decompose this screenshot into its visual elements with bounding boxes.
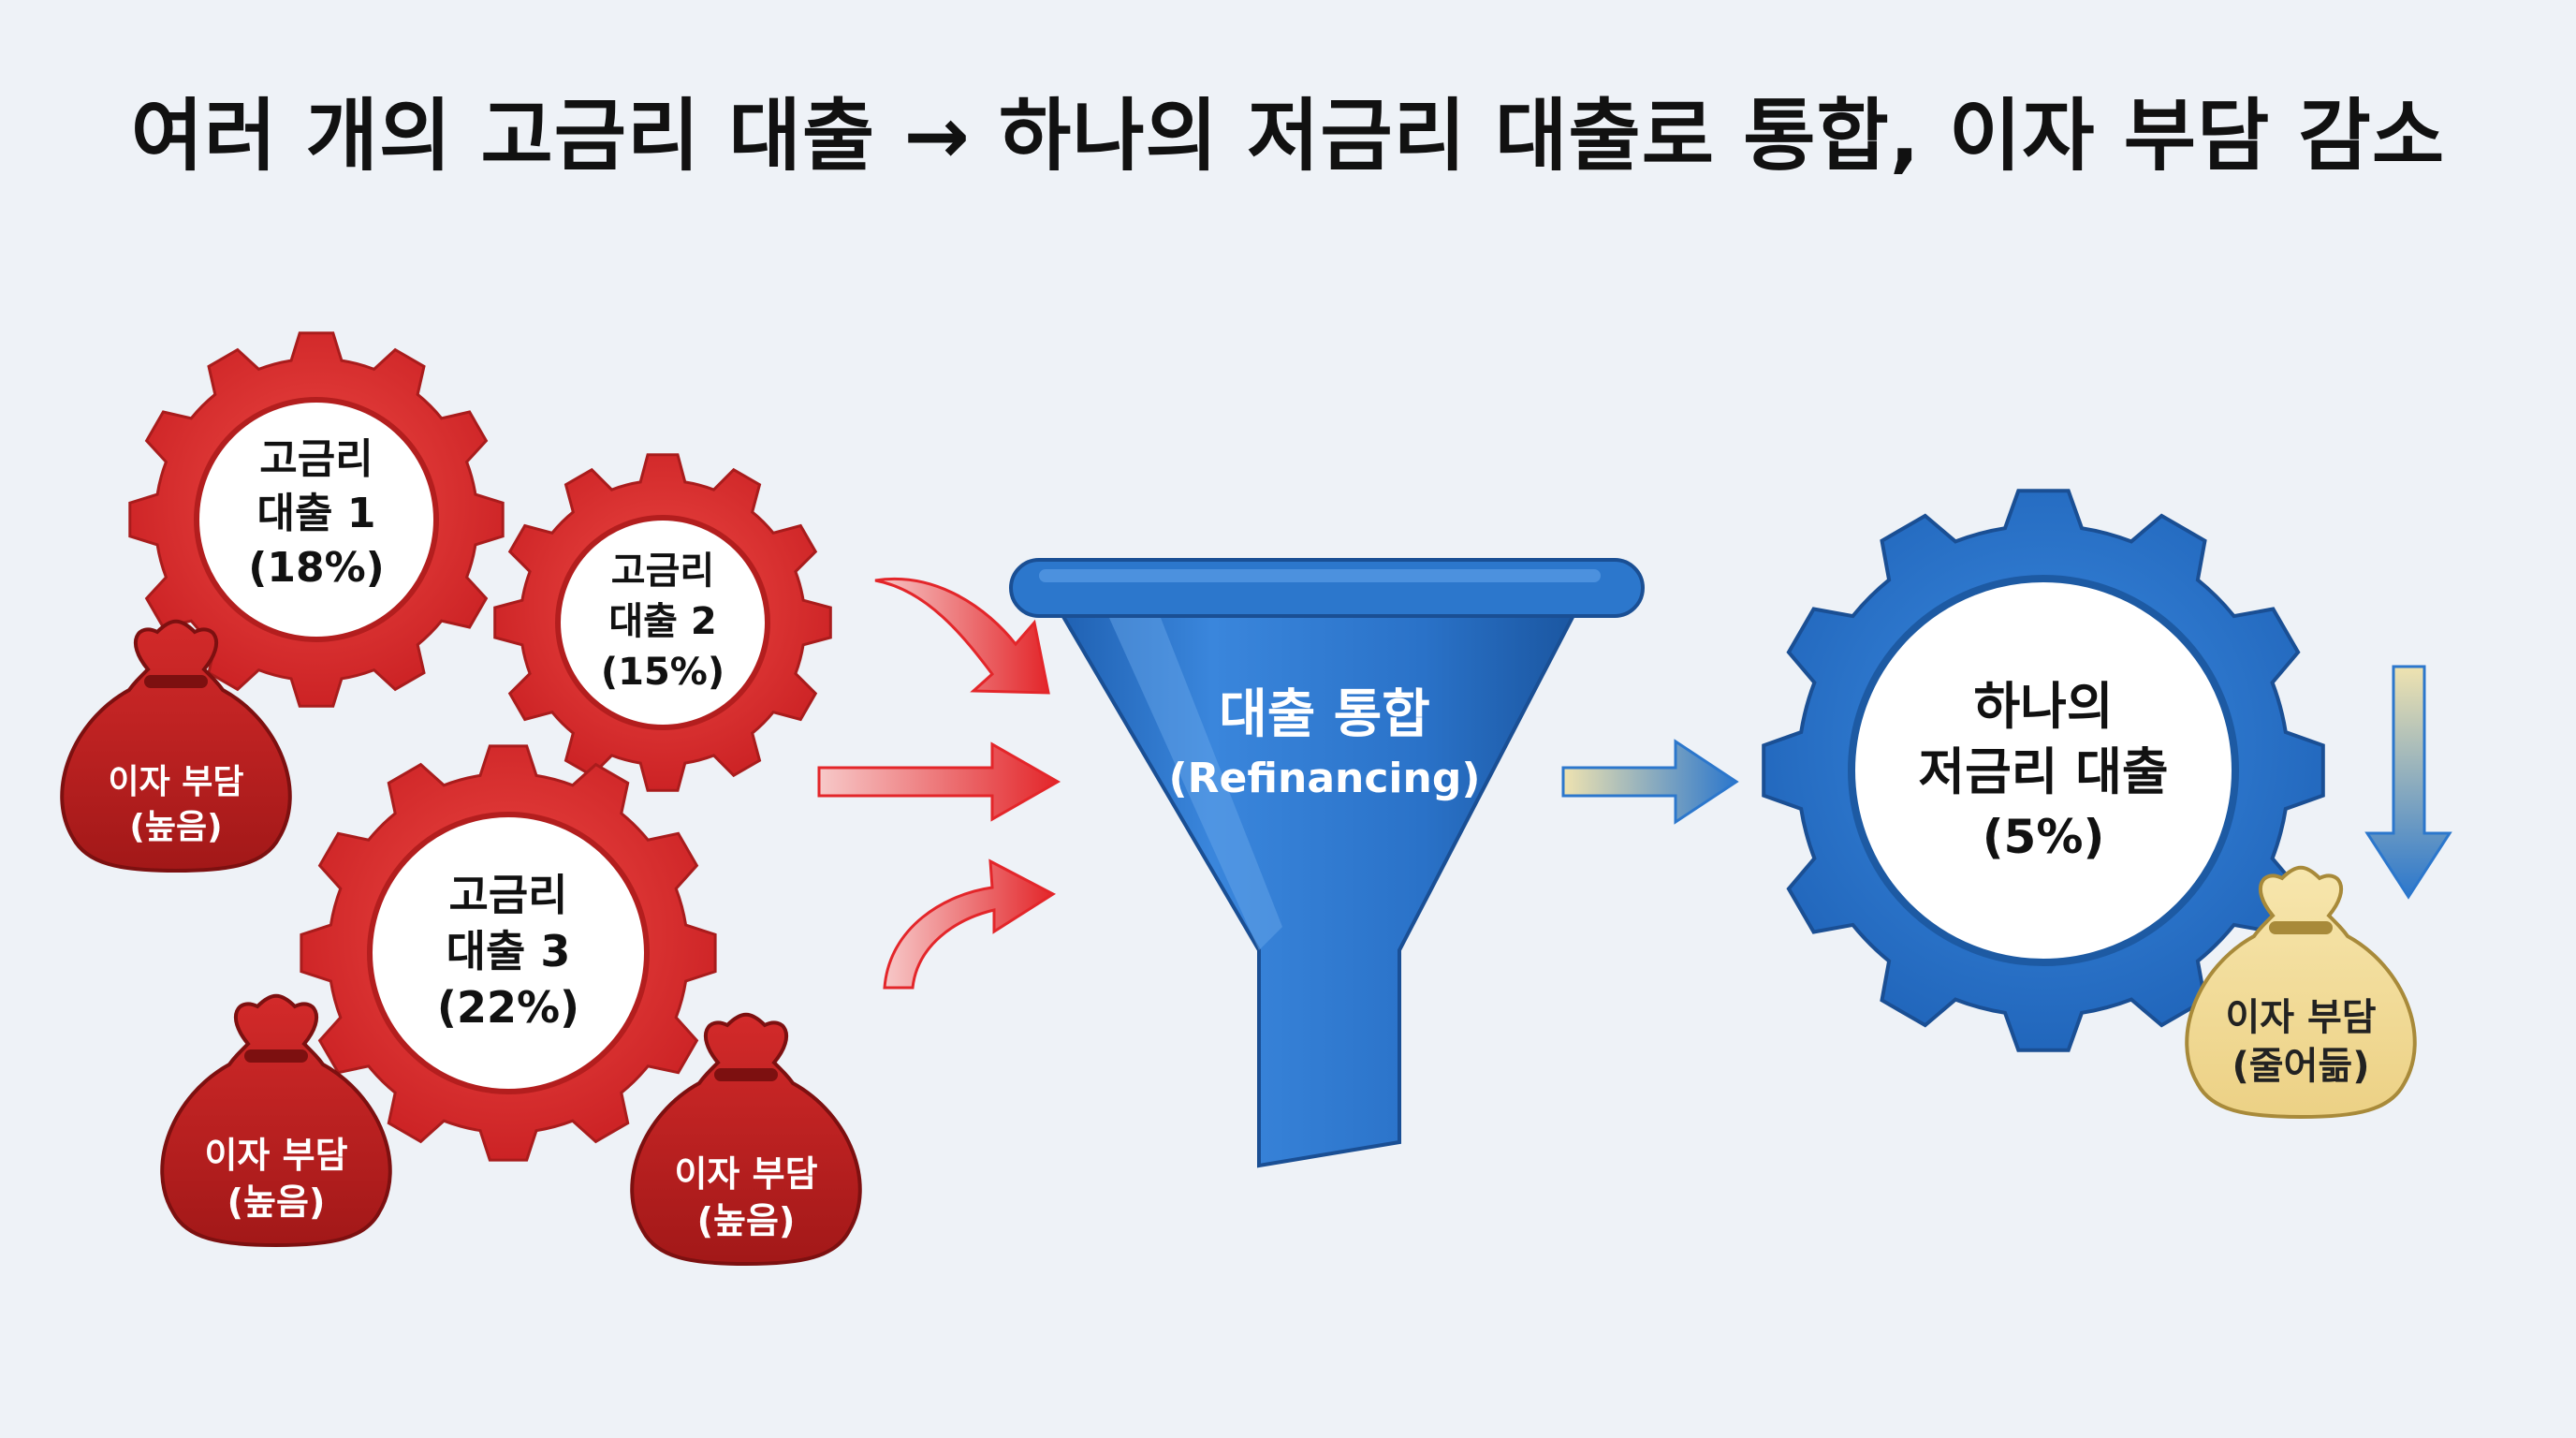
bag-2-line2: (높음) [227, 1181, 326, 1223]
low-loan-line2: 저금리 대출 [1918, 742, 2168, 801]
arrow-down-decrease [2364, 665, 2452, 900]
loan-1-line1: 고금리 [259, 435, 373, 483]
gear-high-loan-1: 고금리 대출 1 (18%) [128, 331, 505, 708]
loan-3-rate: (22%) [437, 982, 579, 1033]
money-bag-icon [630, 1012, 862, 1267]
low-bag-line2: (줄어듦) [2232, 1045, 2370, 1088]
loan-2-line2: 대출 2 [608, 600, 716, 643]
loan-3-line2: 대출 3 [446, 926, 571, 976]
funnel-sublabel: (Refinancing) [1169, 755, 1481, 802]
money-bag-high-3: 이자 부담 (높음) [630, 1012, 862, 1267]
funnel-refinancing: 대출 통합 (Refinancing) [1009, 558, 1645, 1168]
loan-1-line2: 대출 1 [257, 490, 376, 537]
low-loan-line1: 하나의 [1973, 677, 2113, 736]
bag-1-line1: 이자 부담 [108, 763, 243, 801]
bag-2-line1: 이자 부담 [204, 1135, 347, 1176]
money-bag-icon [2185, 865, 2417, 1120]
loan-1-rate: (18%) [248, 544, 385, 592]
bag-1-line2: (높음) [129, 808, 222, 846]
loan-2-rate: (15%) [601, 651, 724, 694]
low-loan-rate: (5%) [1983, 810, 2105, 864]
money-bag-high-1: 이자 부담 (높음) [60, 619, 292, 873]
loan-2-line1: 고금리 [611, 550, 714, 593]
gear-high-loan-2: 고금리 대출 2 (15%) [493, 453, 832, 792]
page-title: 여러 개의 고금리 대출 → 하나의 저금리 대출로 통합, 이자 부담 감소 [130, 90, 2446, 182]
gear-low-loan: 하나의 저금리 대출 (5%) [1762, 489, 2325, 1052]
bag-3-line1: 이자 부담 [674, 1153, 817, 1195]
money-bag-low: 이자 부담 (줄어듦) [2185, 865, 2417, 1120]
arrow-curve-bottom [883, 858, 1056, 990]
money-bag-icon [60, 619, 292, 873]
arrow-straight-middle [817, 741, 1061, 822]
bag-3-line2: (높음) [697, 1200, 796, 1241]
funnel-label: 대출 통합 [1219, 684, 1430, 745]
money-bag-icon [160, 993, 392, 1248]
arrow-to-low-loan [1561, 739, 1739, 825]
loan-3-line1: 고금리 [449, 870, 568, 920]
gear-high-loan-3: 고금리 대출 3 (22%) [300, 744, 717, 1162]
money-bag-high-2: 이자 부담 (높음) [160, 993, 392, 1248]
arrow-curve-top [874, 578, 1050, 695]
low-bag-line1: 이자 부담 [2225, 996, 2376, 1039]
